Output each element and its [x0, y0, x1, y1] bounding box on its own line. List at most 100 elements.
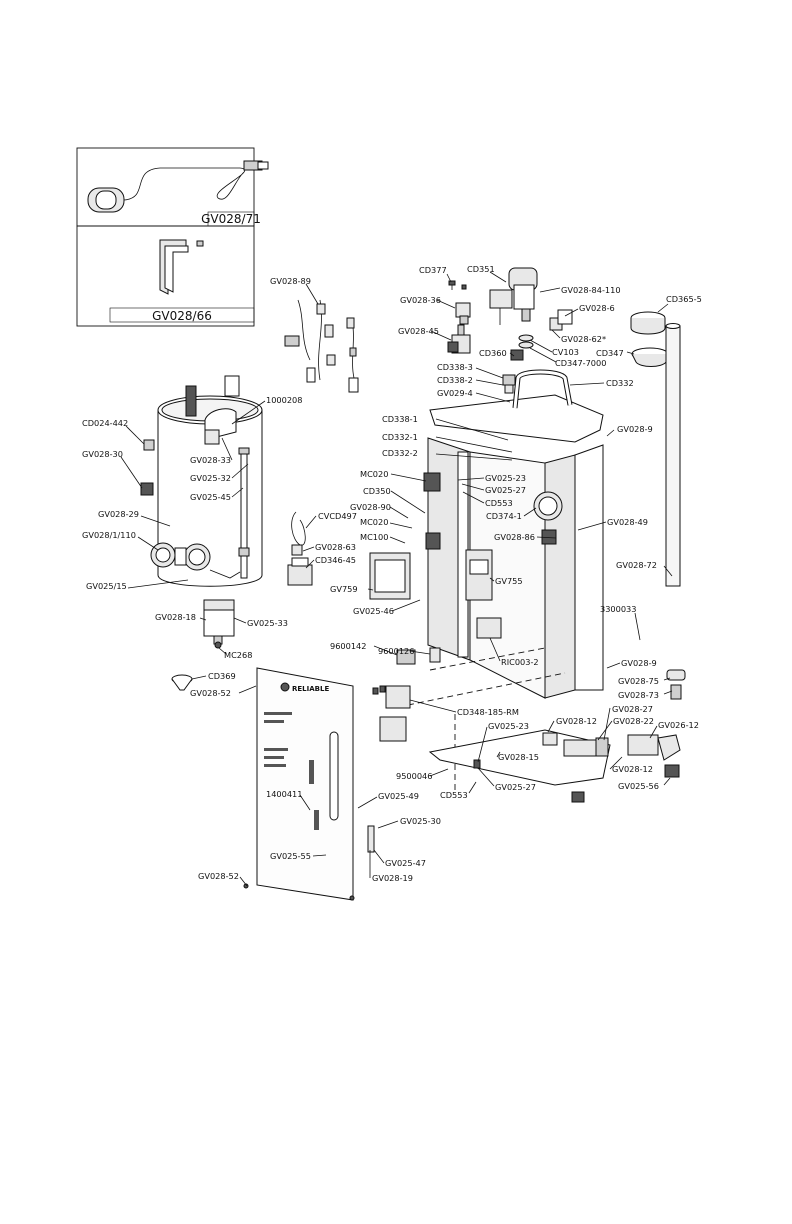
callout: CD347 [596, 348, 624, 358]
kit-label-allen: GV028/66 [152, 309, 212, 323]
fittings-stack [502, 309, 573, 394]
callout: CD347-7000 [555, 358, 606, 368]
knob-cap [630, 311, 669, 367]
callout: CD338-2 [437, 375, 473, 385]
callout: GV028-72 [616, 560, 657, 570]
callout: GV025-33 [247, 618, 288, 628]
callout: CV103 [552, 347, 579, 357]
callout: GV025-46 [353, 606, 394, 616]
boiler-tank [140, 375, 263, 587]
callout: CD332-1 [382, 432, 418, 442]
pressure-switch [287, 511, 313, 586]
callout: CD332-2 [382, 448, 418, 458]
callout: CD365-5 [666, 294, 702, 304]
callout: GV028-49 [607, 517, 648, 527]
callout-labels: CD377 CD351 GV028-84-110 GV028-36 GV028-… [82, 264, 702, 883]
callout: GV028-33 [190, 455, 231, 465]
callout: GV028-29 [98, 509, 139, 519]
solenoid-valve [448, 267, 538, 325]
wire-harness-icon [284, 299, 359, 393]
callout: CD346-45 [315, 555, 356, 565]
callout: GV026-12 [658, 720, 699, 730]
callout: MC268 [224, 650, 252, 660]
callout: GV028-9 [617, 424, 653, 434]
callout: GV028-75 [618, 676, 659, 686]
callout: GV028-18 [155, 612, 196, 622]
callout: CD553 [485, 498, 513, 508]
callout: CVCD497 [318, 511, 357, 521]
panel-brand: RELIABLE [292, 685, 329, 693]
callout: GV028-22 [613, 716, 654, 726]
manifold [447, 324, 471, 354]
callout: GV025-27 [495, 782, 536, 792]
callout: GV028-15 [498, 752, 539, 762]
front-panel: RELIABLE [243, 667, 386, 901]
callout: GV028-52 [198, 871, 239, 881]
callout: GV028-73 [618, 690, 659, 700]
callout: 9500046 [396, 771, 432, 781]
callout: GV025/15 [86, 581, 127, 591]
float-housing [203, 599, 235, 649]
callout: GV025-32 [190, 473, 231, 483]
base-tray [428, 729, 681, 803]
callout: GV755 [495, 576, 523, 586]
callout: GV028-30 [82, 449, 123, 459]
callout: GV028-63 [315, 542, 356, 552]
callout: GV028-89 [270, 276, 311, 286]
callout: CD351 [467, 264, 495, 274]
kit-box-allen: GV028/66 [76, 225, 255, 327]
callout: GV028-52 [190, 688, 231, 698]
callout: GV028-90 [350, 502, 391, 512]
callout: MC020 [360, 517, 388, 527]
callout: GV029-4 [437, 388, 473, 398]
callout: GV028-45 [398, 326, 439, 336]
callout: CD553 [440, 790, 468, 800]
callout: GV028-6 [579, 303, 615, 313]
callout: 3300033 [600, 604, 636, 614]
kit-box-float: GV028/71 [76, 147, 269, 227]
callout: GV025-23 [488, 721, 529, 731]
callout: 1000208 [266, 395, 302, 405]
callout: 1400411 [266, 789, 302, 799]
callout: GV759 [330, 584, 358, 594]
callout: CD348-185-RM [457, 707, 519, 717]
callout: GV025-47 [385, 858, 426, 868]
callout: CD377 [419, 265, 447, 275]
callout: GV028-86 [494, 532, 535, 542]
funnel [171, 674, 193, 691]
callout: GV028-62* [561, 334, 606, 344]
callout: GV028-36 [400, 295, 441, 305]
callout: GV025-23 [485, 473, 526, 483]
callout: RIC003-2 [501, 657, 539, 667]
callout: CD338-3 [437, 362, 473, 372]
callout: GV025-56 [618, 781, 659, 791]
float-switch-icon [87, 160, 269, 213]
callout: 9600142 [330, 641, 366, 651]
vertical-tube [634, 323, 686, 700]
callout: GV028-84-110 [561, 285, 621, 295]
callout: GV028-9 [621, 658, 657, 668]
callout: MC020 [360, 469, 388, 479]
callout: CD360 [479, 348, 507, 358]
leader-lines [120, 271, 673, 887]
callout: GV028-12 [612, 764, 653, 774]
callout: CD374-1 [486, 511, 522, 521]
check-valve [455, 302, 471, 325]
callout: CD338-1 [382, 414, 418, 424]
callout: GV028-12 [556, 716, 597, 726]
kit-label-float: GV028/71 [201, 212, 261, 226]
callout: GV025-45 [190, 492, 231, 502]
allen-key-icon [159, 239, 204, 295]
callout: 9600126 [378, 646, 414, 656]
panel-relays [379, 685, 411, 742]
callout: CD332 [606, 378, 634, 388]
callout: GV025-55 [270, 851, 311, 861]
callout: GV025-30 [400, 816, 441, 826]
callout: GV028-19 [372, 873, 413, 883]
callout: CD024-442 [82, 418, 128, 428]
callout: GV028/1/110 [82, 530, 136, 540]
callout: CD350 [363, 486, 391, 496]
callout: CD369 [208, 671, 236, 681]
steel-frame [369, 369, 604, 790]
callout: MC100 [360, 532, 388, 542]
